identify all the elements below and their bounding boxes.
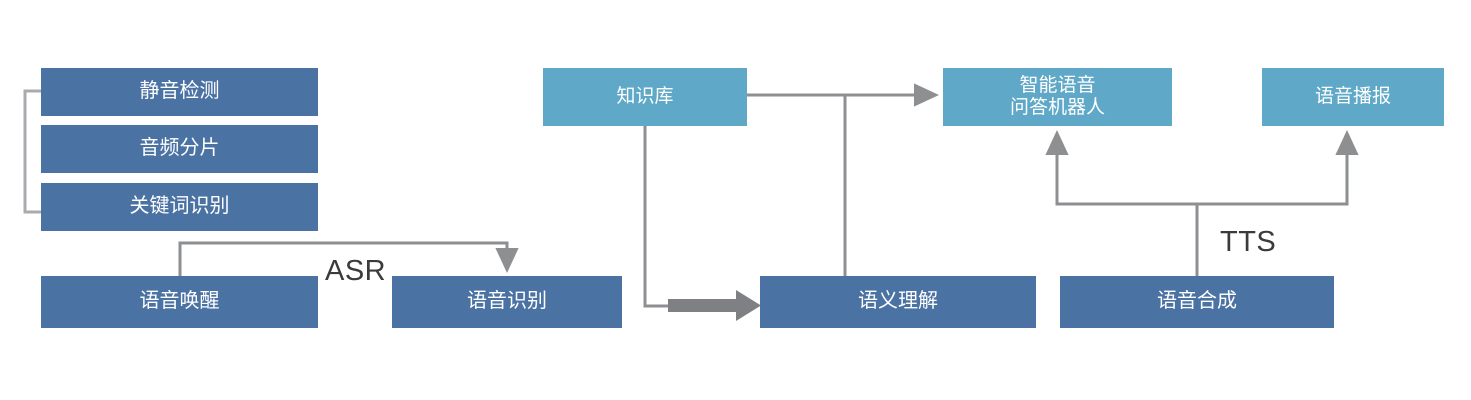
- edge-wakeup-to-speech-recognition: [178, 241, 519, 276]
- node-keyword-spotting[interactable]: 关键词识别: [41, 183, 318, 231]
- node-label: 关键词识别: [129, 195, 230, 218]
- node-label: 知识库: [616, 85, 674, 107]
- edge-speech-synthesis-to-qa-robot: [1045, 130, 1199, 276]
- edge-label-tts: TTS: [1220, 226, 1277, 258]
- edge-speech-synthesis-to-voice-broadcast: [1195, 130, 1359, 276]
- node-voice-broadcast[interactable]: 语音播报: [1262, 68, 1444, 126]
- node-knowledge-base[interactable]: 知识库: [543, 68, 747, 126]
- edge-knowledge-base-to-semantic-understanding: [643, 126, 672, 308]
- node-silence-detection[interactable]: 静音检测: [41, 68, 318, 116]
- node-qa-robot[interactable]: 智能语音 问答机器人: [943, 68, 1172, 126]
- node-label: 静音检测: [139, 80, 220, 103]
- node-label: 语音唤醒: [139, 290, 220, 313]
- node-label: 语音识别: [467, 290, 547, 313]
- node-label: 语音合成: [1157, 290, 1237, 313]
- node-audio-segmentation[interactable]: 音频分片: [41, 125, 318, 173]
- block-arrow-to-semantic-understanding: [668, 290, 761, 321]
- node-label: 智能语音 问答机器人: [1009, 74, 1105, 118]
- node-label: 语义理解: [858, 290, 938, 313]
- node-voice-wakeup[interactable]: 语音唤醒: [41, 276, 318, 328]
- edge-label-asr: ASR: [325, 255, 387, 287]
- wakeup-group-bracket: [23, 89, 42, 214]
- node-semantic-understanding[interactable]: 语义理解: [760, 276, 1036, 328]
- node-label: 音频分片: [139, 137, 220, 160]
- node-speech-synthesis[interactable]: 语音合成: [1060, 276, 1334, 328]
- node-label: 语音播报: [1314, 85, 1391, 107]
- node-speech-recognition[interactable]: 语音识别: [392, 276, 622, 328]
